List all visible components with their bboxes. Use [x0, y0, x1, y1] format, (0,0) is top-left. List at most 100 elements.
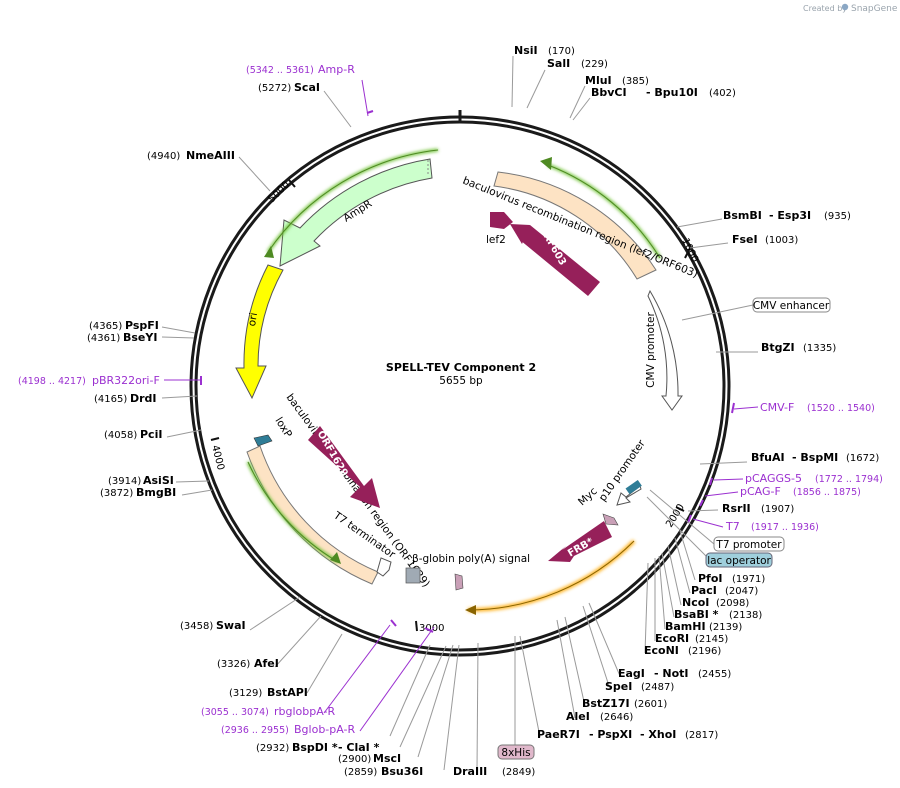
- enzyme-BbvCI: BbvCI: [591, 86, 627, 99]
- cmv-promoter-feature: [647, 289, 683, 411]
- enzyme-PaeR7I: PaeR7I: [537, 728, 580, 741]
- primer-pCAGGS-5: pCAGGS-5: [745, 472, 802, 485]
- svg-text:β-globin poly(A) signal: β-globin poly(A) signal: [412, 553, 530, 565]
- svg-text:loxP: loxP: [272, 415, 294, 440]
- svg-text:(2455): (2455): [698, 669, 731, 680]
- his-tag-label: 8xHis: [501, 747, 530, 759]
- lef2-orf603-glow: [547, 163, 662, 259]
- enzyme-PspFI: PspFI: [125, 319, 159, 332]
- enzyme-EcoRI: EcoRI: [655, 632, 689, 645]
- svg-text:(2098): (2098): [716, 598, 749, 609]
- enzyme-BstAPI: BstAPI: [267, 686, 308, 699]
- enzyme-ScaI: ScaI: [294, 81, 320, 94]
- svg-text:3000: 3000: [419, 623, 444, 634]
- svg-text:ORF1629: ORF1629: [315, 429, 350, 479]
- bac-region-orf1629: [246, 445, 379, 585]
- p10-promoter-feature: [616, 485, 642, 506]
- primer-labels: (5342 .. 5361) Amp-R (4198 .. 4217) pBR3…: [18, 63, 883, 736]
- lef2-feature: [490, 212, 513, 229]
- enzyme-labels: NsiI (170) SalI (229) MluI (385) BbvCI -…: [87, 44, 879, 778]
- svg-text:5655 bp: 5655 bp: [439, 375, 483, 387]
- svg-text:1000: 1000: [679, 237, 700, 265]
- t7-terminator-feature: [376, 557, 392, 577]
- enzyme-MluI: MluI: [585, 74, 612, 87]
- svg-text:(1971): (1971): [732, 574, 765, 585]
- enzyme-Bpu10I: - Bpu10I: [646, 86, 698, 99]
- svg-text:(2817): (2817): [685, 730, 718, 741]
- backbone: [189, 110, 731, 657]
- enzyme-SwaI: SwaI: [216, 619, 246, 632]
- bac-region-lef2: [493, 171, 657, 280]
- svg-text:SnapGene: SnapGene: [851, 4, 898, 14]
- svg-text:(5342 .. 5361): (5342 .. 5361): [246, 65, 314, 76]
- svg-text:(2139): (2139): [709, 622, 742, 633]
- enzyme-MscI: MscI: [373, 752, 401, 765]
- boxed-features: CMV enhancer T7 promoter lac operator 8x…: [497, 297, 831, 760]
- enzyme-PfoI: PfoI: [698, 572, 723, 585]
- svg-text:ori: ori: [246, 312, 260, 328]
- enzyme-BamHI: BamHI: [665, 620, 706, 633]
- orf603-feature: [520, 225, 600, 296]
- enzyme-BseYI: BseYI: [123, 331, 157, 344]
- enzyme-BspDI: BspDI *: [292, 741, 338, 754]
- svg-text:(2196): (2196): [688, 646, 721, 657]
- lac-operator-label: lac operator: [707, 555, 771, 567]
- primer-Bglob-pA-R: Bglob-pA-R: [294, 723, 356, 736]
- primer-pCAG-F: pCAG-F: [740, 485, 781, 498]
- svg-text:(170): (170): [548, 46, 575, 57]
- enzyme-EagI: EagI: [618, 667, 645, 680]
- svg-text:(4361): (4361): [87, 333, 120, 344]
- svg-text:(385): (385): [622, 76, 649, 87]
- svg-text:(2932): (2932): [256, 743, 289, 754]
- svg-text:(4365): (4365): [89, 321, 122, 332]
- primer-CMV-F: CMV-F: [760, 401, 794, 414]
- svg-text:(2145): (2145): [695, 634, 728, 645]
- svg-text:(3055 .. 3074): (3055 .. 3074): [201, 707, 269, 718]
- enzyme-AfeI: AfeI: [254, 657, 279, 670]
- svg-text:(1907): (1907): [761, 504, 794, 515]
- svg-text:(1856 .. 1875): (1856 .. 1875): [793, 487, 861, 498]
- enzyme-leads: [161, 55, 758, 771]
- svg-text:(935): (935): [824, 211, 851, 222]
- svg-text:(2047): (2047): [725, 586, 758, 597]
- enzyme-AleI: AleI: [566, 710, 590, 723]
- enzyme-DraIII: DraIII: [453, 765, 487, 778]
- enzyme-RsrII: RsrII: [722, 502, 751, 515]
- svg-text:(1772 .. 1794): (1772 .. 1794): [815, 474, 883, 485]
- svg-text:(1520 .. 1540): (1520 .. 1540): [807, 403, 875, 414]
- enzyme-NsiI: NsiI: [514, 44, 538, 57]
- enzyme-Bsu36I: Bsu36I: [381, 765, 423, 778]
- enzyme-NotI: - NotI: [654, 667, 689, 680]
- svg-text:(2487): (2487): [641, 682, 674, 693]
- svg-text:CMV promoter: CMV promoter: [645, 312, 657, 388]
- enzyme-PciI: PciI: [140, 428, 162, 441]
- svg-text:SPELL-TEV Component 2: SPELL-TEV Component 2: [386, 361, 536, 374]
- snapgene-branding: Created by SnapGene: [803, 3, 898, 14]
- svg-text:(3458): (3458): [180, 621, 213, 632]
- primer-Amp-R: Amp-R: [318, 63, 355, 76]
- svg-text:Created by: Created by: [803, 4, 847, 13]
- enzyme-BfuAI: BfuAI: [751, 451, 785, 464]
- svg-text:(2859): (2859): [344, 767, 377, 778]
- svg-text:(1003): (1003): [765, 235, 798, 246]
- enzyme-Esp3I: - Esp3I: [769, 209, 811, 222]
- loxp-feature: [253, 434, 273, 447]
- svg-text:(3872): (3872): [100, 488, 133, 499]
- svg-text:(1917 .. 1936): (1917 .. 1936): [751, 522, 819, 533]
- svg-text:5000: 5000: [266, 179, 292, 205]
- snapgene-logo-icon: [841, 3, 849, 11]
- enzyme-PacI: PacI: [691, 584, 717, 597]
- orf1629-feature: [308, 426, 380, 508]
- enzyme-BsmBI: BsmBI: [723, 209, 762, 222]
- svg-text:(4165): (4165): [94, 394, 127, 405]
- svg-text:(229): (229): [581, 59, 608, 70]
- svg-text:(4198 .. 4217): (4198 .. 4217): [18, 376, 86, 387]
- enzyme-NmeAIII: NmeAIII: [186, 149, 235, 162]
- enzyme-AsiSI: AsiSI: [143, 474, 174, 487]
- t7-promoter-label: T7 promoter: [715, 539, 782, 551]
- primer-leads: [164, 79, 759, 732]
- svg-text:(3129): (3129): [229, 688, 262, 699]
- svg-text:(3326): (3326): [217, 659, 250, 670]
- enzyme-ClaI: - ClaI *: [338, 741, 380, 754]
- enzyme-FseI: FseI: [732, 233, 758, 246]
